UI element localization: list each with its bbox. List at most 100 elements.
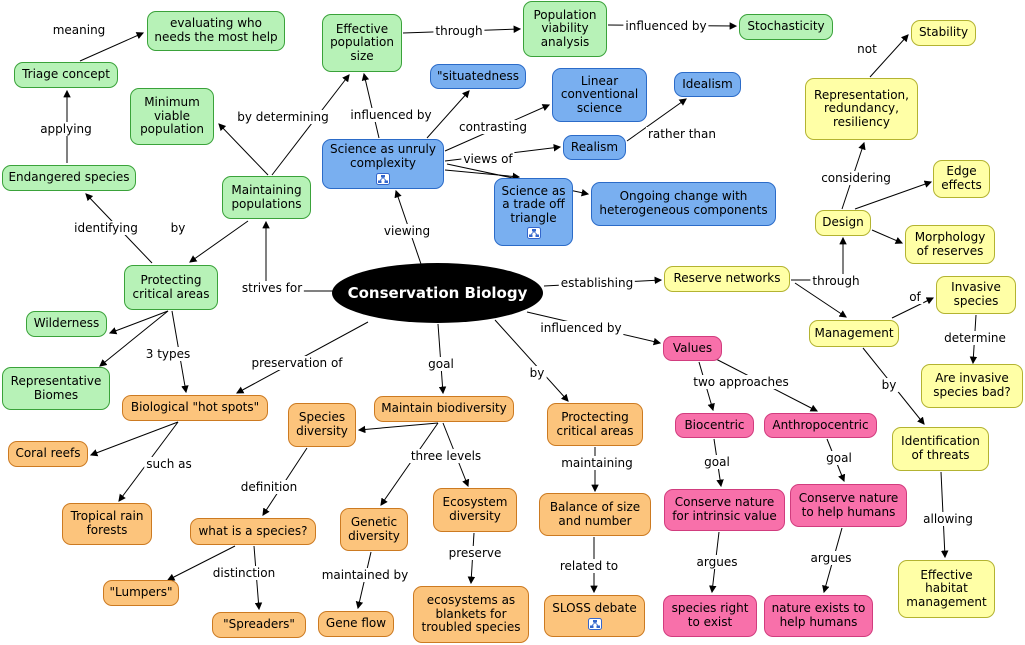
edge-label-meaning: meaning: [50, 23, 108, 37]
node-identification-of-threats[interactable]: Identification of threats: [892, 427, 989, 471]
node-label: Maintaining populations: [231, 182, 302, 211]
edge-label-allowing: allowing: [921, 512, 975, 526]
edge-line-22: [99, 310, 169, 367]
edge-label-considering: considering: [819, 171, 893, 185]
node-population-viability-analysis[interactable]: Population viability analysis: [523, 1, 607, 57]
node-label: Are invasive species bad?: [933, 371, 1011, 399]
edge-label-applying: applying: [38, 122, 94, 136]
node-gene-flow[interactable]: Gene flow: [318, 611, 394, 637]
node-ecosystem-diversity[interactable]: Ecosystem diversity: [433, 488, 517, 532]
node-ecosystems-as-blankets[interactable]: ecosystems as blankets for troubled spec…: [413, 586, 529, 643]
edge-label-influenced-by-eps: influenced by: [348, 108, 434, 122]
node-are-invasive-species-bad[interactable]: Are invasive species bad?: [921, 364, 1023, 408]
node-lumpers[interactable]: "Lumpers": [103, 580, 179, 606]
edge-line-5: [218, 123, 269, 176]
node-label: Genetic diversity: [348, 514, 400, 543]
node-invasive-species[interactable]: Invasive species: [936, 276, 1016, 314]
edge-label-of: of: [907, 290, 923, 304]
cmap-resource-icon[interactable]: [587, 617, 602, 630]
node-representative-biomes[interactable]: Representative Biomes: [2, 367, 110, 410]
node-species-diversity[interactable]: Species diversity: [288, 403, 356, 447]
node-label: Coral reefs: [15, 446, 81, 461]
node-maintain-biodiversity[interactable]: Maintain biodiversity: [374, 396, 514, 422]
node-conserve-nature-help-humans[interactable]: Conserve nature to help humans: [790, 484, 907, 527]
node-design[interactable]: Design: [815, 210, 871, 236]
node-evaluating-who-needs-help[interactable]: evaluating who needs the most help: [147, 11, 285, 51]
node-triage-concept[interactable]: Triage concept: [14, 62, 118, 88]
edge-label-such-as: such as: [144, 457, 194, 471]
node-stability[interactable]: Stability: [911, 20, 976, 46]
edge-label-goal-biocentric: goal: [702, 455, 732, 469]
node-endangered-species[interactable]: Endangered species: [2, 165, 136, 191]
edge-label-definition: definition: [238, 480, 300, 494]
node-idealism[interactable]: Idealism: [674, 72, 741, 97]
node-label: Conservation Biology: [347, 284, 528, 302]
edge-label-through-pva: through: [433, 24, 485, 38]
node-label: Minimum viable population: [140, 95, 204, 137]
edge-line-34: [494, 319, 569, 402]
node-label: "situatedness: [437, 68, 519, 83]
edge-label-by-protecting: by: [168, 221, 188, 235]
node-values[interactable]: Values: [663, 336, 722, 361]
node-proctecting-critical-areas[interactable]: Proctecting critical areas: [547, 403, 643, 446]
node-species-right-to-exist[interactable]: species right to exist: [663, 595, 757, 637]
node-label: Stability: [918, 25, 969, 40]
edge-line-46: [854, 180, 933, 210]
node-what-is-a-species[interactable]: what is a species?: [190, 518, 316, 545]
node-effective-population-size[interactable]: Effective population size: [322, 14, 402, 72]
node-label: Identification of threats: [901, 434, 980, 462]
cmap-resource-icon[interactable]: [526, 227, 541, 240]
node-wilderness[interactable]: Wilderness: [26, 311, 107, 337]
node-label: Balance of size and number: [549, 499, 641, 528]
node-label: Ecosystem diversity: [442, 495, 508, 523]
node-label: Linear conventional science: [560, 73, 639, 115]
node-tropical-rain-forests[interactable]: Tropical rain forests: [62, 503, 152, 545]
node-effective-habitat-management[interactable]: Effective habitat management: [898, 560, 995, 618]
node-label: Conserve nature to help humans: [798, 490, 899, 519]
node-science-trade-off-triangle[interactable]: Science as a trade off triangle: [494, 178, 573, 246]
node-stochasticity[interactable]: Stochasticity: [739, 14, 833, 40]
node-biocentric[interactable]: Biocentric: [675, 413, 754, 438]
node-label: Effective population size: [330, 21, 394, 63]
cmap-resource-icon[interactable]: [376, 172, 390, 185]
node-conserve-nature-intrinsic-value[interactable]: Conserve nature for intrinsic value: [664, 489, 785, 531]
node-label: Conserve nature for intrinsic value: [672, 495, 777, 523]
node-reserve-networks[interactable]: Reserve networks: [664, 266, 790, 292]
edge-line-49: [891, 297, 935, 319]
node-management[interactable]: Management: [809, 320, 899, 347]
edge-label-goal-biodiversity: goal: [426, 357, 456, 371]
node-protecting-critical-areas[interactable]: Protecting critical areas: [124, 265, 218, 310]
edge-label-three-levels: three levels: [408, 449, 484, 463]
node-representation-redundancy-resiliency[interactable]: Representation, redundancy, resiliency: [805, 78, 918, 140]
edge-line-15: [626, 98, 687, 142]
node-morphology-of-reserves[interactable]: Morphology of reserves: [905, 225, 995, 264]
node-label: Design: [822, 215, 864, 230]
node-linear-conventional-science[interactable]: Linear conventional science: [552, 68, 647, 122]
node-edge-effects[interactable]: Edge effects: [933, 160, 990, 198]
node-situatedness[interactable]: "situatedness: [430, 64, 526, 89]
edge-label-influenced-by-values: influenced by: [538, 321, 624, 335]
node-biological-hot-spots[interactable]: Biological "hot spots": [122, 395, 268, 421]
edge-line-30: [380, 422, 439, 506]
edge-label-contrasting: contrasting: [456, 120, 530, 134]
edge-label-argues-anthropocentric: argues: [808, 551, 854, 565]
node-spreaders[interactable]: "Spreaders": [212, 612, 306, 638]
node-label: Biocentric: [684, 417, 745, 432]
node-realism[interactable]: Realism: [563, 135, 626, 160]
node-ongoing-change-heterogeneous[interactable]: Ongoing change with heterogeneous compon…: [591, 182, 776, 226]
node-science-as-unruly-complexity[interactable]: Science as unruly complexity: [322, 139, 444, 189]
node-maintaining-populations[interactable]: Maintaining populations: [222, 176, 311, 219]
node-genetic-diversity[interactable]: Genetic diversity: [340, 508, 408, 551]
node-anthropocentric[interactable]: Anthropocentric: [764, 413, 877, 438]
center-node-conservation-biology[interactable]: Conservation Biology: [332, 263, 543, 323]
node-balance-of-size-and-number[interactable]: Balance of size and number: [539, 493, 651, 536]
node-coral-reefs[interactable]: Coral reefs: [8, 441, 88, 467]
node-sloss-debate[interactable]: SLOSS debate: [544, 595, 645, 637]
edge-label-related-to: related to: [557, 559, 621, 573]
edge-label-viewing: viewing: [381, 224, 433, 238]
node-nature-exists-to-help-humans[interactable]: nature exists to help humans: [764, 595, 873, 637]
node-label: Values: [672, 340, 713, 355]
node-minimum-viable-population[interactable]: Minimum viable population: [130, 88, 214, 145]
node-label: Realism: [570, 139, 619, 154]
